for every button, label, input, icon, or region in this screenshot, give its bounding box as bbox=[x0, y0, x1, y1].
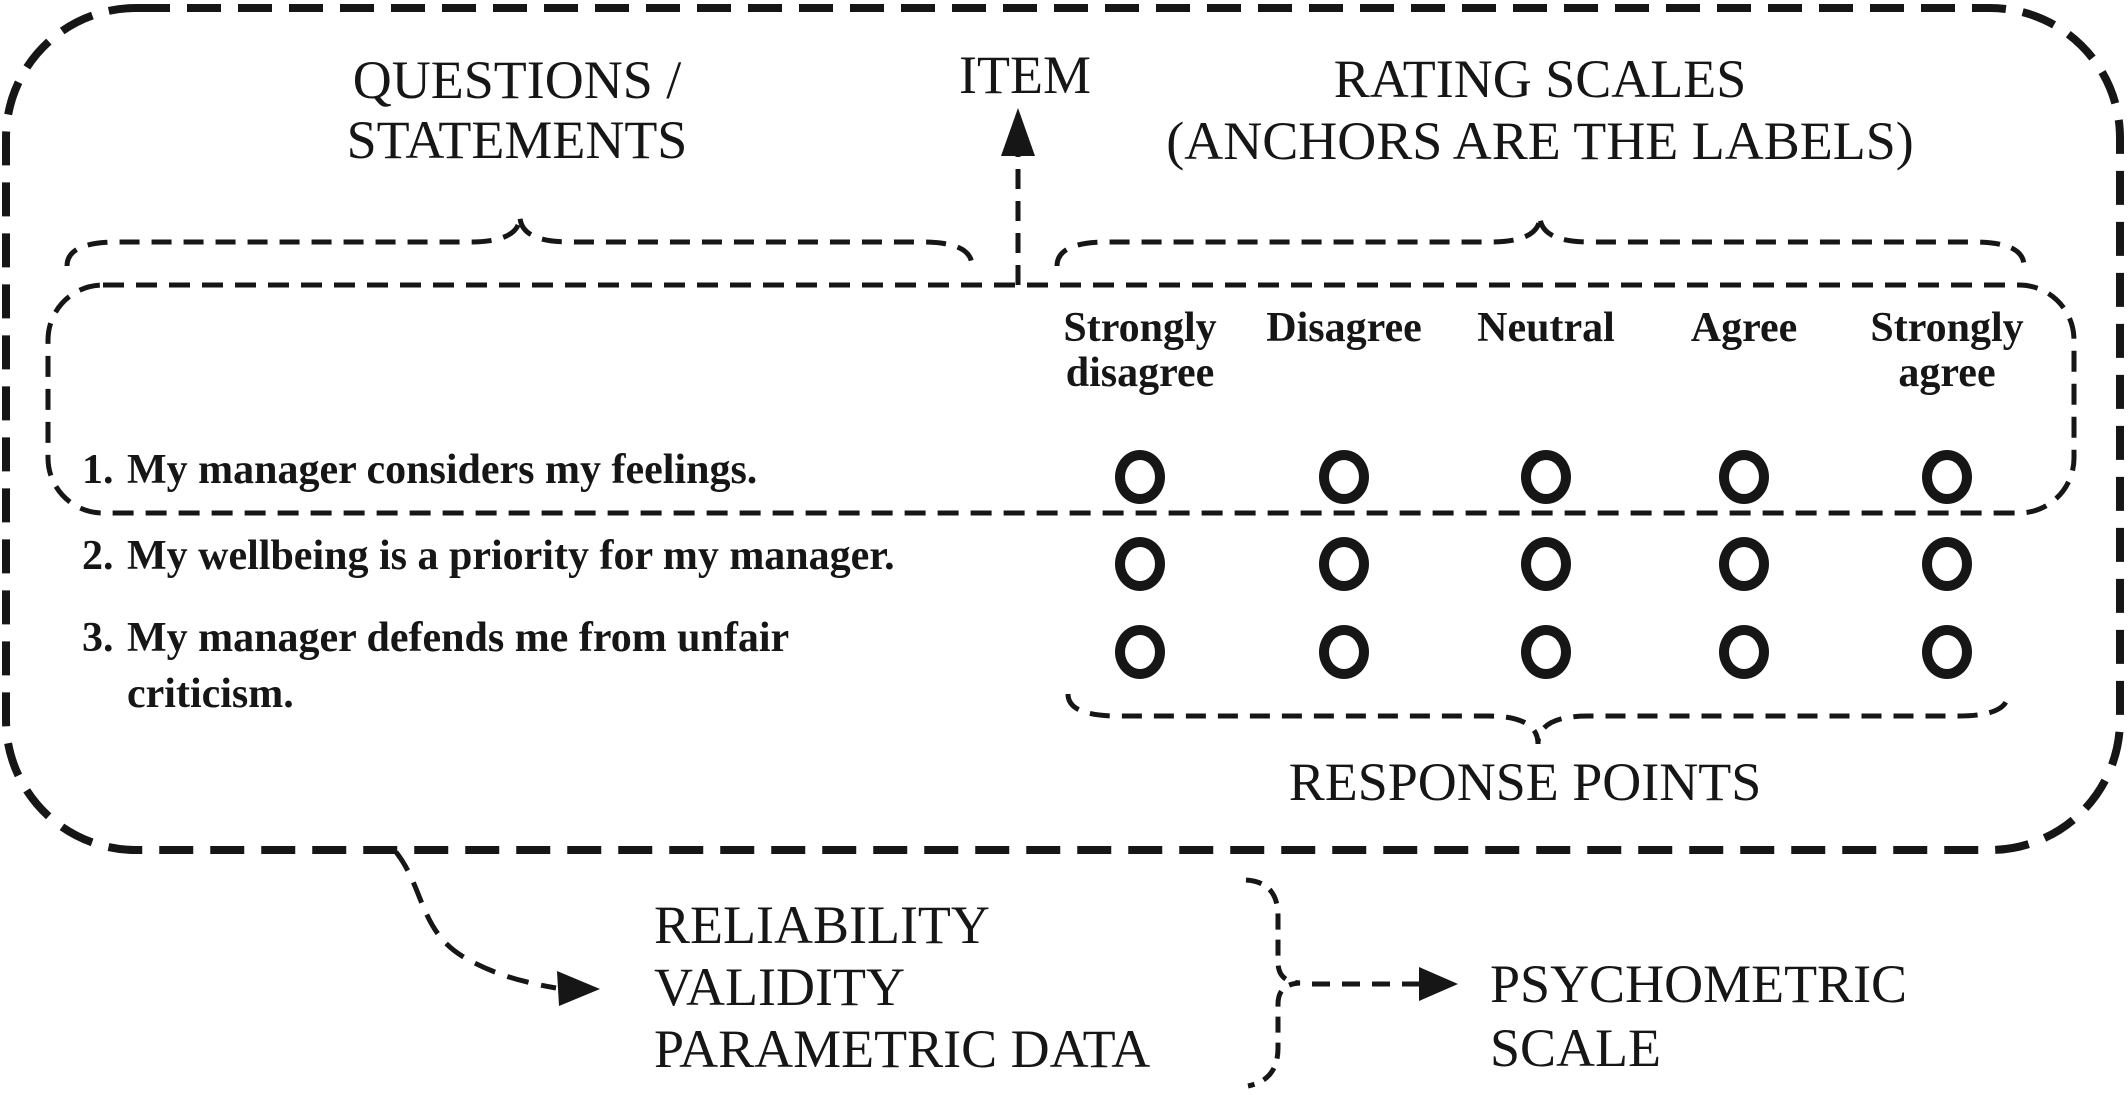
psychometric-arrow-head-icon bbox=[1419, 967, 1458, 1001]
response-circle-q2-disagree[interactable] bbox=[1319, 537, 1369, 591]
outer-questionnaire-box-border bbox=[2, 4, 2124, 854]
anchor-line: Disagree bbox=[1266, 305, 1422, 351]
questions-statements-title: QUESTIONS / STATEMENTS bbox=[347, 50, 688, 170]
rating-title-line1: RATING SCALES bbox=[1333, 49, 1747, 109]
outputs-arrow-head-icon bbox=[557, 971, 600, 1006]
inner-item-box-border bbox=[45, 282, 2077, 516]
response-circle-q1-strongly-disagree[interactable] bbox=[1115, 450, 1165, 504]
anchor-disagree: Disagree bbox=[1266, 306, 1422, 351]
anchor-agree: Agree bbox=[1691, 306, 1798, 351]
rating-title-line2: (ANCHORS ARE THE LABELS) bbox=[1166, 111, 1914, 171]
box-to-outputs-arrow-line bbox=[394, 850, 557, 991]
question-row-2: 2. My wellbeing is a priority for my man… bbox=[82, 532, 895, 580]
response-circle-q1-neutral[interactable] bbox=[1521, 450, 1571, 504]
questions-brace bbox=[64, 215, 975, 267]
response-circle-q2-strongly-agree[interactable] bbox=[1922, 537, 1972, 591]
rating-scales-brace bbox=[1054, 215, 2027, 267]
response-circle-q1-disagree[interactable] bbox=[1319, 450, 1369, 504]
psychometric-scale-label: PSYCHOMETRIC SCALE bbox=[1490, 952, 1907, 1080]
question-number: 1. bbox=[82, 447, 114, 493]
response-circle-q3-disagree[interactable] bbox=[1319, 625, 1369, 679]
rating-scales-title: RATING SCALES (ANCHORS ARE THE LABELS) bbox=[1166, 48, 1914, 172]
outputs-gather-brace bbox=[1245, 877, 1301, 1089]
question-number: 2. bbox=[82, 533, 114, 579]
question-text: My wellbeing is a priority for my manage… bbox=[127, 533, 895, 579]
psychometric-line2: SCALE bbox=[1490, 1018, 1662, 1078]
anchor-line: Strongly bbox=[1870, 305, 2024, 351]
anchor-neutral: Neutral bbox=[1477, 306, 1615, 351]
anchor-strongly-disagree: Strongly disagree bbox=[1063, 306, 1216, 396]
outputs-validity: VALIDITY bbox=[654, 957, 905, 1017]
question-text: My manager considers my feelings. bbox=[127, 447, 758, 493]
anchor-line: agree bbox=[1898, 350, 1996, 396]
item-arrow-head-icon bbox=[1001, 108, 1035, 156]
response-circle-q2-agree[interactable] bbox=[1719, 537, 1769, 591]
response-circle-q1-strongly-agree[interactable] bbox=[1922, 450, 1972, 504]
anchor-line: Neutral bbox=[1477, 305, 1615, 351]
response-circle-q3-strongly-disagree[interactable] bbox=[1115, 625, 1165, 679]
question-row-3: 3. My manager defends me from unfair cri… bbox=[82, 610, 827, 722]
outputs-reliability: RELIABILITY bbox=[654, 895, 990, 955]
questions-title-line2: STATEMENTS bbox=[346, 110, 688, 170]
response-circle-q1-agree[interactable] bbox=[1719, 450, 1769, 504]
response-circle-q3-neutral[interactable] bbox=[1521, 625, 1571, 679]
item-label: ITEM bbox=[959, 45, 1091, 105]
outputs-parametric-data: PARAMETRIC DATA bbox=[654, 1019, 1151, 1079]
response-points-brace bbox=[1065, 693, 2011, 745]
response-circle-q3-strongly-agree[interactable] bbox=[1922, 625, 1972, 679]
response-circle-q2-neutral[interactable] bbox=[1521, 537, 1571, 591]
anchor-strongly-agree: Strongly agree bbox=[1870, 306, 2023, 396]
questions-title-line1: QUESTIONS / bbox=[352, 50, 682, 110]
anchor-line: Strongly bbox=[1063, 305, 1217, 351]
question-row-1: 1. My manager considers my feelings. bbox=[82, 446, 757, 494]
anchor-line: Agree bbox=[1690, 305, 1798, 351]
question-number: 3. bbox=[82, 615, 114, 661]
anchor-line: disagree bbox=[1065, 350, 1215, 396]
question-text: My manager defends me from unfair critic… bbox=[127, 615, 789, 717]
outputs-block: RELIABILITY VALIDITY PARAMETRIC DATA bbox=[654, 894, 1150, 1080]
response-circle-q2-strongly-disagree[interactable] bbox=[1115, 537, 1165, 591]
response-points-label: RESPONSE POINTS bbox=[1288, 752, 1762, 812]
response-circle-q3-agree[interactable] bbox=[1719, 625, 1769, 679]
psychometric-line1: PSYCHOMETRIC bbox=[1490, 954, 1908, 1014]
